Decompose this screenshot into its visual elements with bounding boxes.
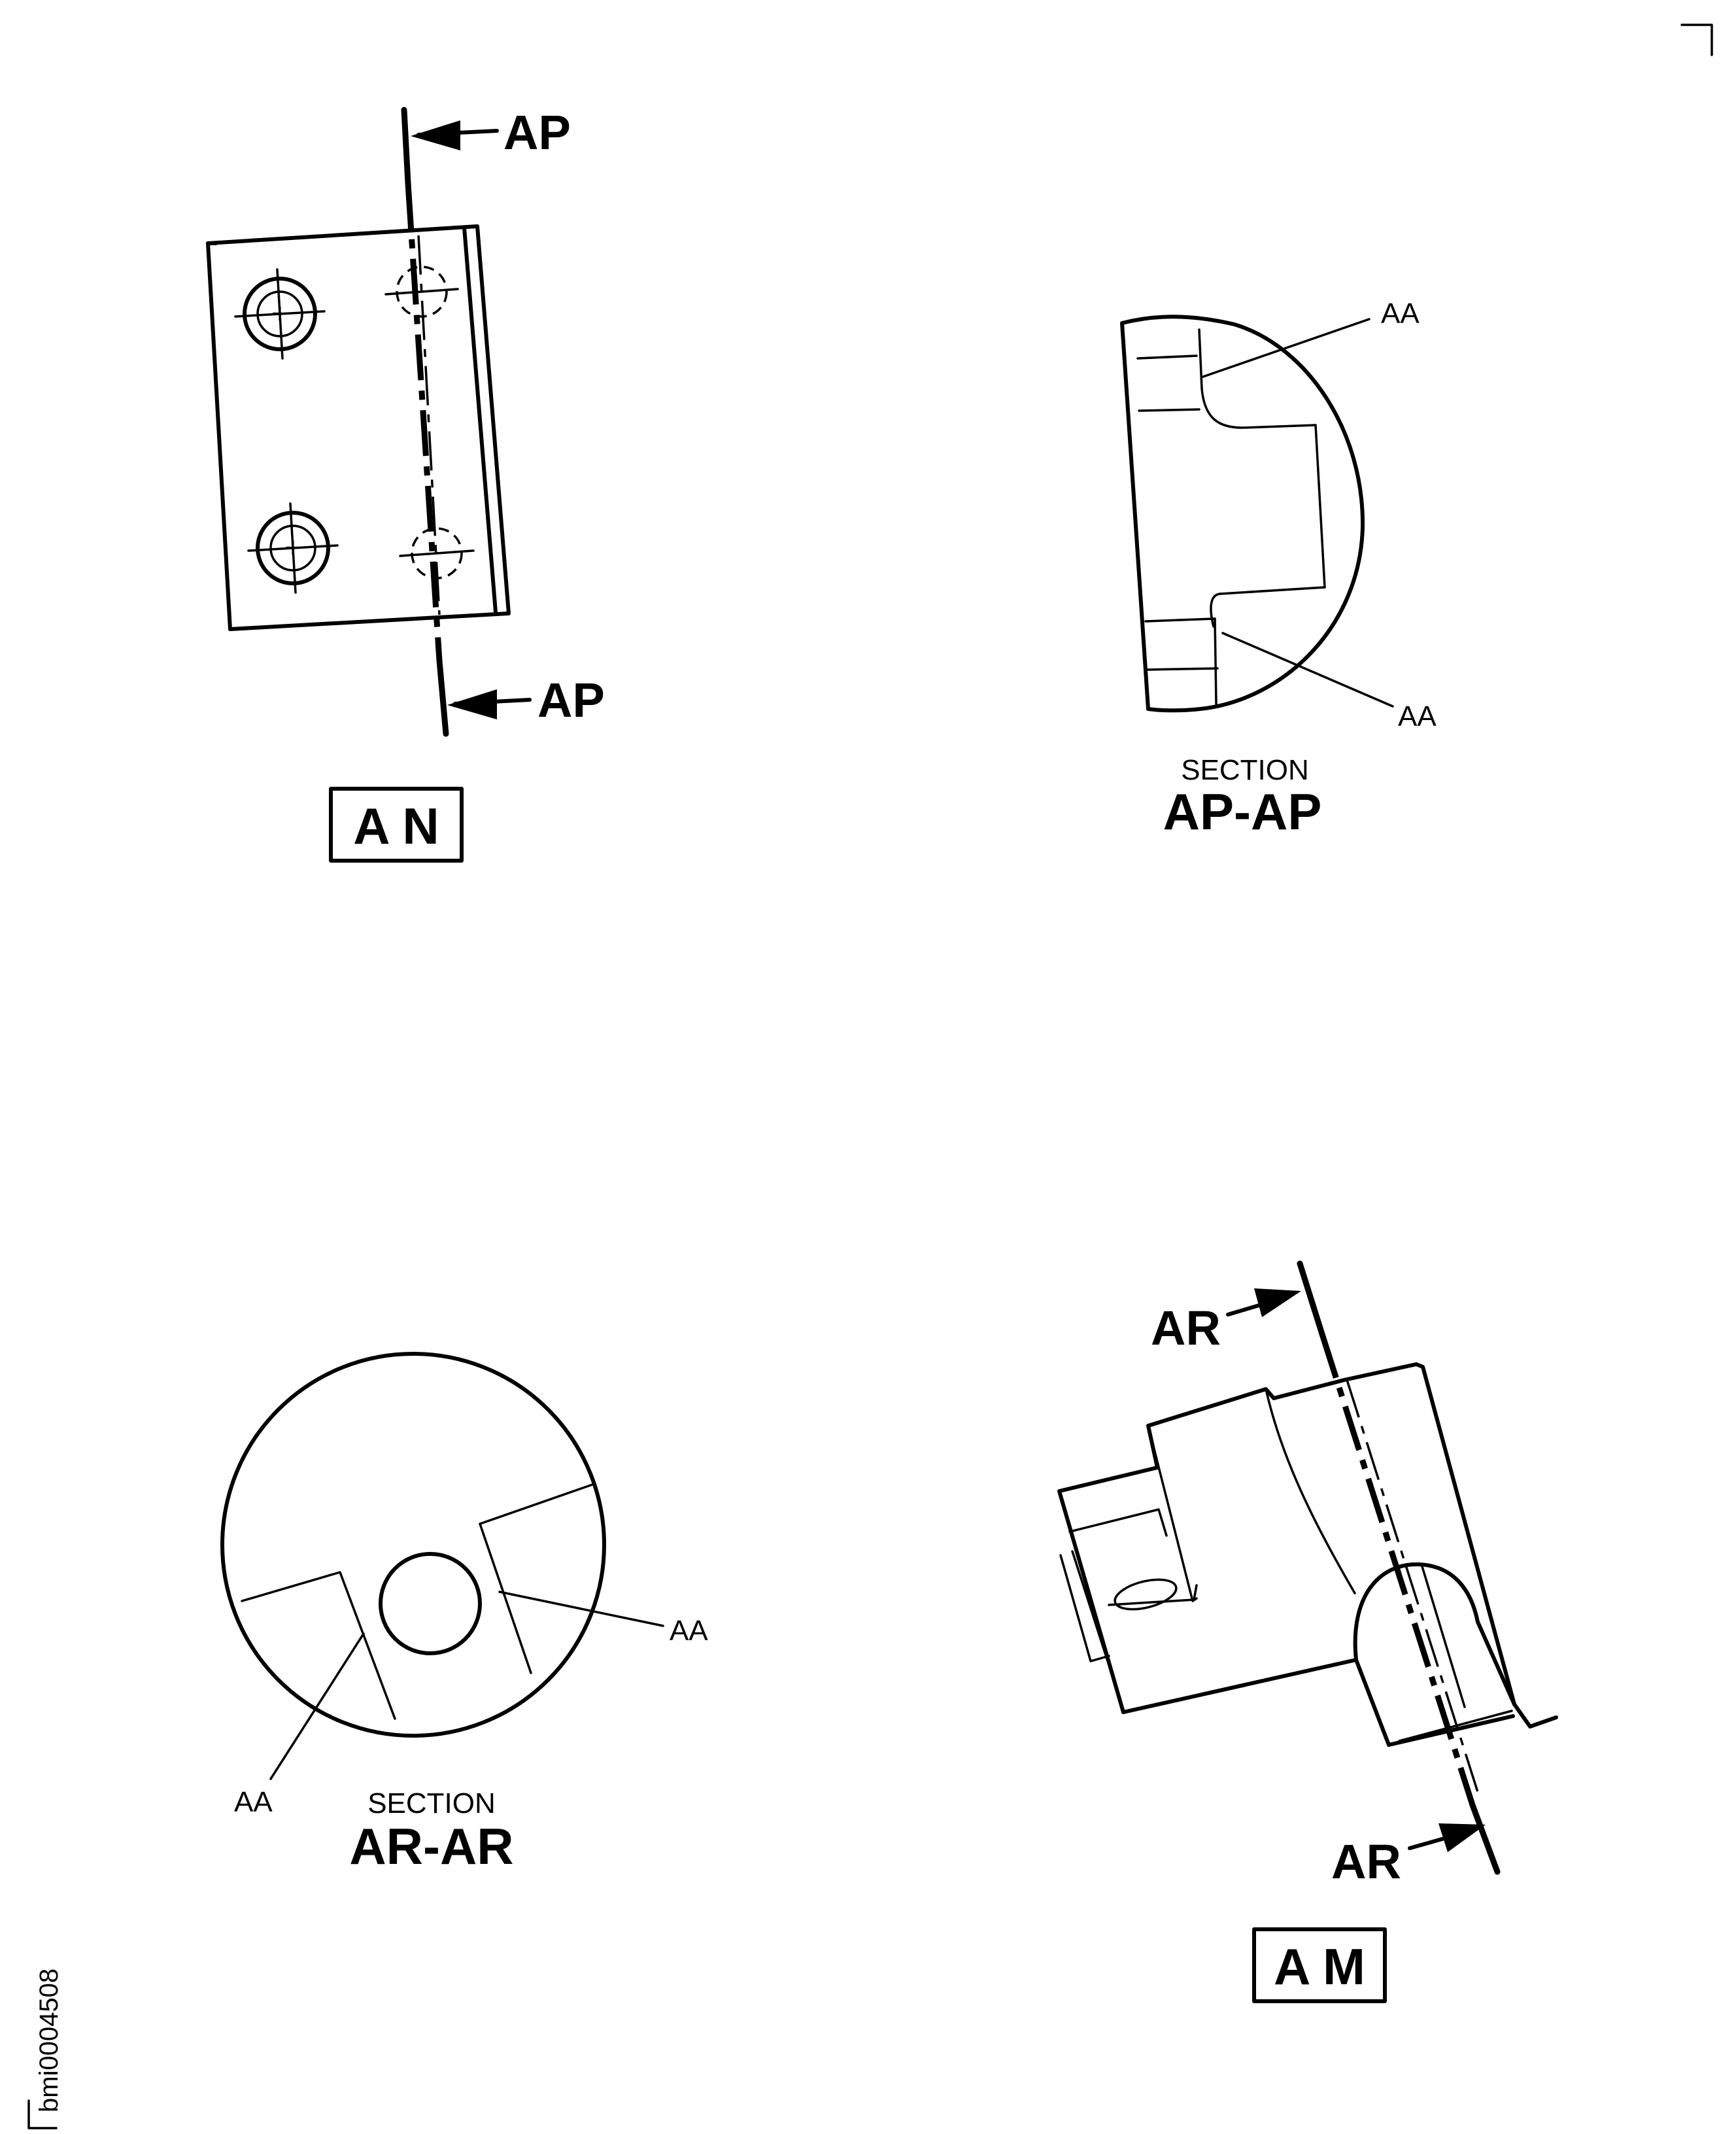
- section-caption-small-ap: SECTION: [1181, 754, 1309, 786]
- hole-upper-left: +: [234, 268, 326, 360]
- cut-label-ap-top: AP: [503, 105, 571, 160]
- section-caption-small-ar: SECTION: [367, 1787, 496, 1819]
- section-ap-ap: AA AA SECTION AP-AP: [1120, 298, 1437, 840]
- view-label-am: A M: [1274, 1938, 1365, 1995]
- view-label-an: A N: [353, 797, 439, 855]
- cutting-plane-ar: [1226, 1260, 1501, 1875]
- svg-text:+: +: [271, 298, 288, 330]
- callout-aa-top: AA: [1381, 298, 1420, 330]
- callout-aa-bottom: AA: [1398, 700, 1437, 732]
- corner-mark-top-right: [1680, 24, 1713, 56]
- hole-upper-right-hidden: [384, 266, 459, 318]
- svg-text:+: +: [284, 532, 301, 564]
- section-ar-ar: AA AA SECTION AR-AR: [220, 1352, 708, 1875]
- cutting-plane-ap: [401, 107, 532, 737]
- cut-label-ar-top: AR: [1151, 1301, 1221, 1355]
- corner-mark-bottom-left: [27, 2099, 58, 2129]
- hole-lower-left: +: [247, 502, 339, 594]
- cut-label-ap-bottom: AP: [537, 673, 605, 727]
- callout-aa-right: AA: [670, 1615, 708, 1647]
- view-an: + + AP AP: [206, 105, 605, 863]
- section-caption-big-ar: AR-AR: [349, 1817, 513, 1875]
- section-caption-big-ap: AP-AP: [1163, 783, 1322, 840]
- cut-label-ar-bottom: AR: [1331, 1834, 1401, 1889]
- view-label-box-am: [1252, 1927, 1387, 2003]
- callout-aa-left: AA: [234, 1786, 273, 1818]
- drawing-id: bmi0004508: [35, 1969, 63, 2112]
- view-am: AR AR A M: [1057, 1260, 1558, 2003]
- view-label-box-an: [329, 787, 464, 863]
